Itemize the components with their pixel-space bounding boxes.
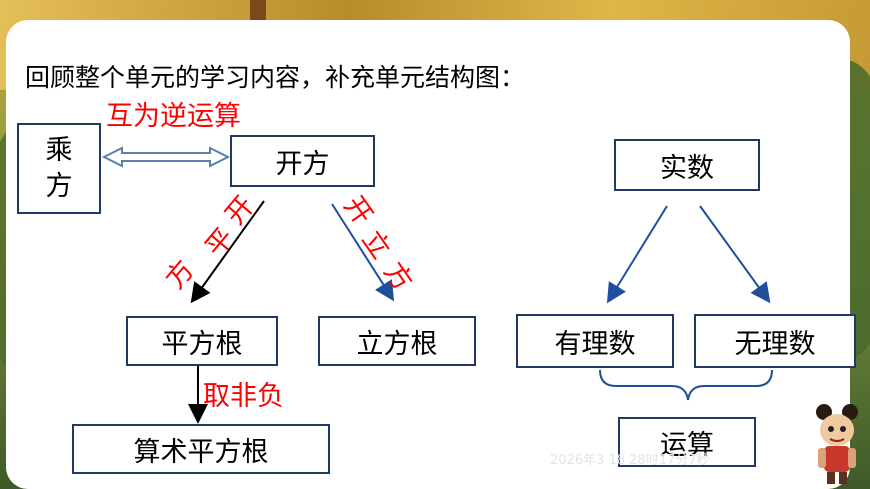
cube-root-label-char3: 方 bbox=[377, 256, 419, 297]
arrow-root-to-cube-root bbox=[331, 203, 395, 302]
real-number-box: 实数 bbox=[614, 139, 760, 191]
rational-number-box: 有理数 bbox=[516, 314, 674, 368]
irrational-number-box: 无理数 bbox=[694, 314, 856, 368]
operation-box: 运算 bbox=[618, 417, 756, 467]
nonnegative-label: 取非负 bbox=[203, 381, 284, 412]
square-root-label: 开 平 方 bbox=[160, 190, 267, 304]
arithmetic-square-root-box: 算术平方根 bbox=[72, 424, 330, 474]
cube-root-label-char2: 立 bbox=[355, 224, 397, 265]
cube-root-box: 立方根 bbox=[318, 316, 476, 366]
arrow-root-to-square-root bbox=[190, 200, 265, 304]
power-box: 乘 方 bbox=[17, 123, 101, 214]
page-title: 回顾整个单元的学习内容，补充单元结构图： bbox=[25, 63, 526, 92]
root-box: 开方 bbox=[230, 135, 375, 187]
power-box-line2: 方 bbox=[45, 170, 73, 202]
square-root-box: 平方根 bbox=[126, 316, 278, 366]
inverse-double-arrow bbox=[101, 146, 231, 168]
arrow-real-to-rational bbox=[606, 205, 668, 304]
content-panel bbox=[6, 20, 850, 489]
power-box-line1: 乘 bbox=[45, 134, 73, 166]
inverse-operation-label: 互为逆运算 bbox=[106, 101, 241, 132]
cartoon-character-icon bbox=[816, 404, 858, 484]
timestamp-watermark: 2026年3 18 28时17分7秒 bbox=[550, 453, 710, 468]
cube-root-label: 开 立 方 bbox=[337, 191, 418, 304]
square-root-label-char1: 开 bbox=[219, 190, 261, 231]
curly-brace bbox=[599, 369, 773, 401]
arrow-real-to-irrational bbox=[699, 205, 771, 304]
